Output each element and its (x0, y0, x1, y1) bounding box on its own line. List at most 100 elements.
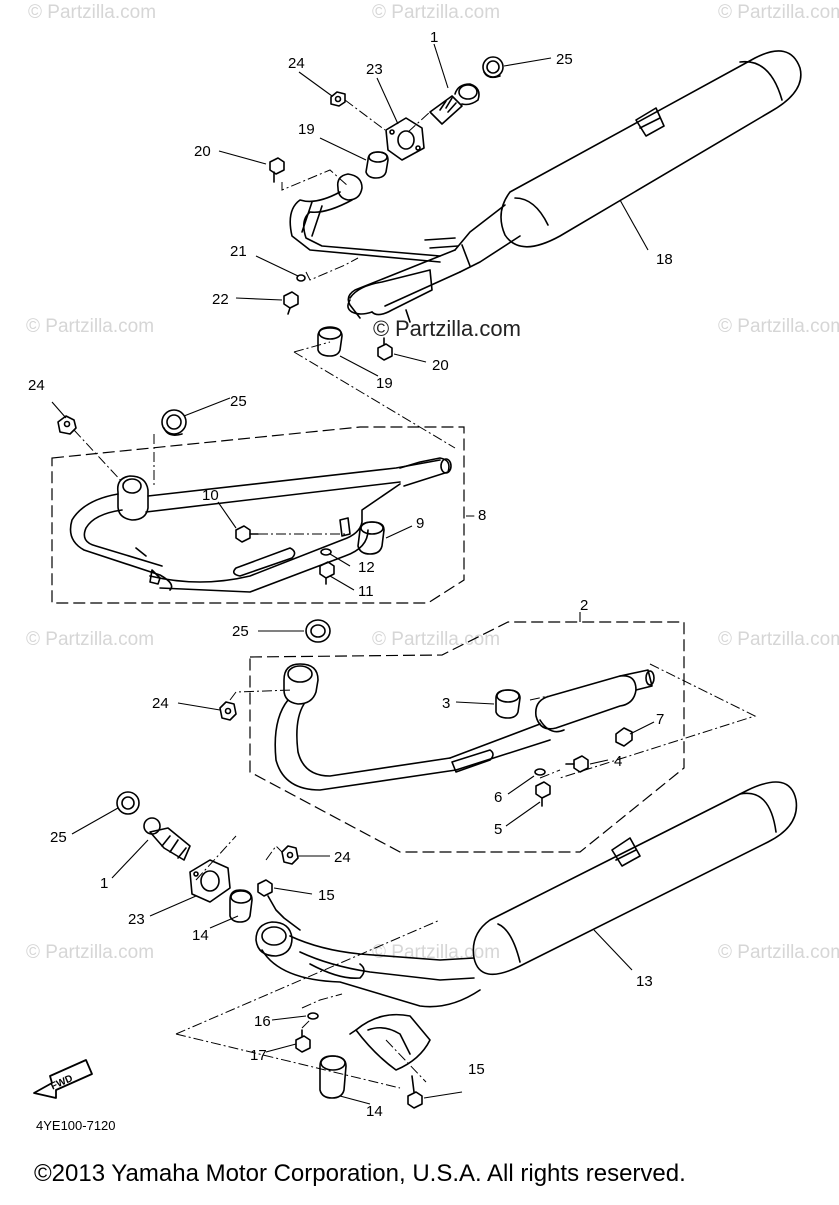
part-11-bolt (319, 561, 335, 585)
callout-25: 25 (232, 623, 249, 640)
watermark-text: © Partzilla.com (718, 2, 839, 23)
part-20-bolt-top (269, 157, 285, 183)
connector-lines (73, 99, 757, 1089)
watermark-text: © Partzilla.com (26, 942, 154, 963)
part-25-gasket-top (482, 56, 504, 79)
center-watermark-text: Partzilla.com (395, 316, 521, 341)
part-25-gasket-bottom (116, 791, 140, 815)
callout-6: 6 (494, 789, 502, 806)
watermark-text: © Partzilla.com (26, 629, 154, 650)
part-12-washer (320, 548, 332, 556)
callout-15: 15 (318, 887, 335, 904)
part-16-washer (307, 1012, 319, 1020)
callout-19: 19 (298, 121, 315, 138)
leader-lines (51, 43, 655, 1105)
callout-15: 15 (468, 1061, 485, 1078)
callout-9: 9 (416, 515, 424, 532)
watermark-text: © Partzilla.com (28, 2, 156, 23)
callout-labels: 1 25 24 23 19 20 18 21 22 19 20 24 25 10… (28, 29, 673, 1120)
svg-text:©: © (373, 316, 389, 341)
part-14-gasket-top (229, 889, 253, 923)
callout-17: 17 (250, 1047, 267, 1064)
callout-24: 24 (152, 695, 169, 712)
callout-23: 23 (128, 911, 145, 928)
callout-24: 24 (334, 849, 351, 866)
part-10-bolt (235, 525, 259, 543)
watermark-text: © Partzilla.com (718, 316, 839, 337)
part-7-nut (615, 727, 633, 747)
callout-14: 14 (192, 927, 209, 944)
callout-4: 4 (614, 753, 622, 770)
part-19-gasket-top (365, 151, 389, 179)
exhaust-pipe-front (289, 173, 521, 323)
part-15-bolt-bottom (407, 1075, 423, 1109)
part-1-stud-top (429, 83, 480, 125)
exhaust-pipe-assembly-8 (69, 457, 452, 593)
part-9-gasket (357, 521, 385, 555)
watermark-text: © Partzilla.com (718, 942, 839, 963)
exhaust-pipe-assembly-2 (274, 663, 655, 791)
part-25-gasket-assembly-8 (161, 409, 187, 436)
watermark-text: © Partzilla.com (372, 2, 500, 23)
callout-10: 10 (202, 487, 219, 504)
fwd-label: FWD (49, 1073, 74, 1092)
callout-8: 8 (478, 507, 486, 524)
callout-5: 5 (494, 821, 502, 838)
callout-19: 19 (376, 375, 393, 392)
callout-20: 20 (194, 143, 211, 160)
part-21-washer (296, 274, 306, 282)
center-watermark: © Partzilla.com (373, 316, 521, 341)
callout-22: 22 (212, 291, 229, 308)
callout-13: 13 (636, 973, 653, 990)
part-4-bolt (565, 755, 589, 773)
callout-1: 1 (100, 875, 108, 892)
callout-7: 7 (656, 711, 664, 728)
muffler-13 (472, 781, 798, 976)
group-boxes (51, 426, 685, 853)
part-15-bolt-top (257, 879, 301, 931)
watermark-text: © Partzilla.com (718, 629, 839, 650)
callout-1: 1 (430, 29, 438, 46)
callout-25: 25 (50, 829, 67, 846)
callout-3: 3 (442, 695, 450, 712)
diagram-code: 4YE100-7120 (36, 1118, 116, 1133)
part-19-gasket-mid (317, 326, 343, 357)
callout-2: 2 (580, 597, 588, 614)
muffler-18 (500, 50, 802, 248)
part-23-flange-bottom (189, 859, 231, 903)
part-25-gasket-assembly-2 (305, 619, 331, 643)
part-23-flange-top (385, 117, 425, 161)
watermark-text: © Partzilla.com (372, 629, 500, 650)
callout-24: 24 (28, 377, 45, 394)
callout-23: 23 (366, 61, 383, 78)
callout-12: 12 (358, 559, 375, 576)
part-5-bolt (535, 781, 551, 807)
callout-25: 25 (556, 51, 573, 68)
part-17-bolt (295, 1029, 311, 1053)
callout-20: 20 (432, 357, 449, 374)
part-24-nut-top (330, 91, 346, 107)
callout-8-dash: – (466, 507, 475, 524)
part-3-gasket (495, 689, 521, 719)
callout-11: 11 (358, 583, 374, 600)
copyright-notice: ©2013 Yamaha Motor Corporation, U.S.A. A… (34, 1160, 686, 1187)
part-22-bolt (283, 291, 299, 315)
part-1-stud-bottom (143, 817, 191, 861)
part-20-bolt-mid (377, 337, 393, 361)
part-24-nut-assembly-2 (219, 701, 237, 721)
part-24-nut-bottom (281, 845, 299, 865)
callout-21: 21 (230, 243, 247, 260)
watermark-text: © Partzilla.com (26, 316, 154, 337)
callout-25: 25 (230, 393, 247, 410)
exhaust-pipe-rear (255, 921, 481, 1071)
watermarks: © Partzilla.com © Partzilla.com © Partzi… (26, 2, 839, 963)
part-24-nut-assembly-8 (57, 415, 77, 435)
callout-24: 24 (288, 55, 305, 72)
callout-16: 16 (254, 1013, 271, 1030)
fwd-arrow-icon (33, 1059, 93, 1099)
part-14-gasket-bottom (319, 1055, 347, 1099)
callout-18: 18 (656, 251, 673, 268)
callout-14: 14 (366, 1103, 383, 1120)
